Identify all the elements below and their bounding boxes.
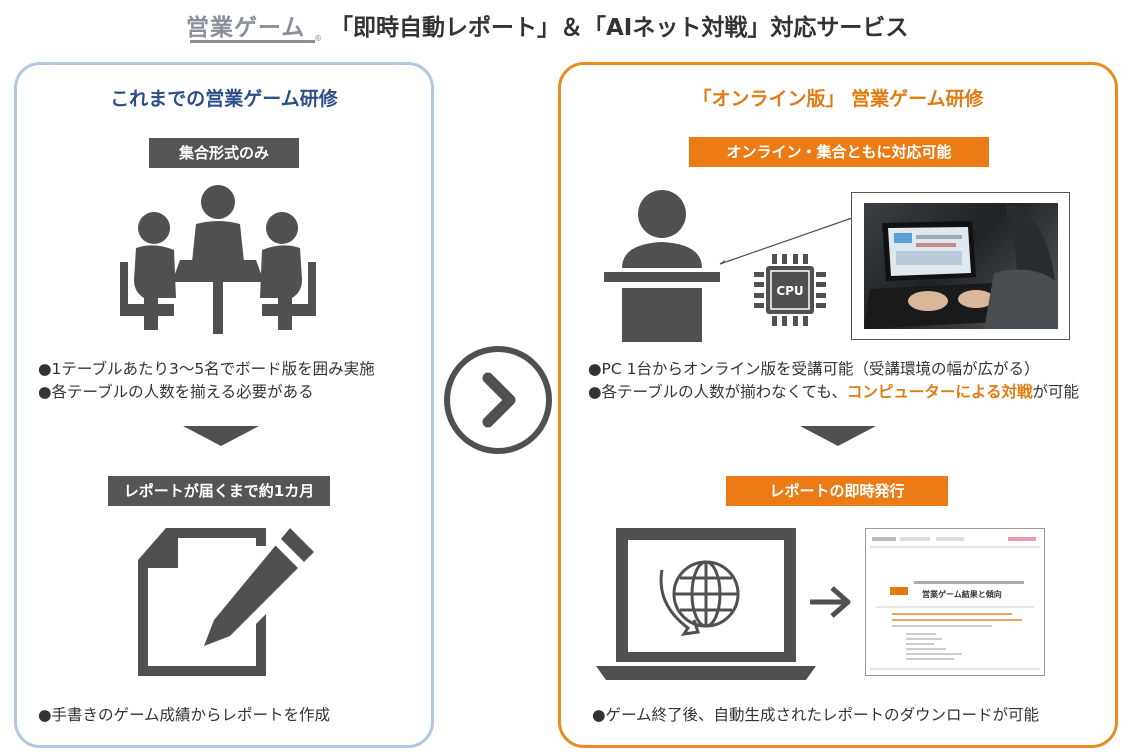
brand-logo: 営業ゲーム ® — [186, 6, 322, 46]
next-chevron-icon — [444, 346, 552, 454]
cpu-chip-icon: CPU — [754, 254, 826, 326]
logo-underline — [190, 40, 315, 43]
laptop-globe-icon — [596, 528, 816, 680]
report-thumbnail: 営業ゲーム結果と傾向 — [865, 528, 1045, 676]
meeting-people-icon — [120, 185, 316, 334]
left-down-arrow-icon — [183, 426, 259, 446]
right-bullet-3: ●ゲーム終了後、自動生成されたレポートのダウンロードが可能 — [592, 706, 1040, 724]
group-only-tag: 集合形式のみ — [149, 138, 299, 168]
right-bullet-2: ●各テーブルの人数が揃わなくても、コンピューターによる対戦が可能 — [588, 380, 1079, 402]
left-panel-title: これまでの営業ゲーム研修 — [110, 88, 338, 110]
left-bullet-3: ●手書きのゲーム成績からレポートを作成 — [38, 706, 331, 724]
left-bullet-1: ●1テーブルあたり3～5名でボード版を囲み実施 — [38, 360, 375, 378]
left-bullet-2: ●各テーブルの人数を揃える必要がある — [38, 383, 314, 401]
registered-mark-icon: ® — [314, 34, 322, 43]
report-month-tag: レポートが届くまで約1カ月 — [108, 476, 330, 506]
left-panel — [14, 62, 434, 748]
online-and-group-tag: オンライン・集合ともに対応可能 — [689, 137, 989, 167]
logo-text: 営業ゲーム — [186, 15, 306, 41]
header: 営業ゲーム ® 「即時自動レポート」＆「AIネット対戦」対応サービス — [0, 0, 1134, 52]
computer-battle-highlight: コンピューターによる対戦 — [846, 383, 1033, 401]
handwriting-document-icon — [138, 528, 314, 676]
right-down-arrow-icon — [800, 426, 876, 446]
page-title: 「即時自動レポート」＆「AIネット対戦」対応サービス — [330, 15, 909, 41]
presenter-podium-icon — [604, 190, 725, 342]
right-bullet-2-pre: ●各テーブルの人数が揃わなくても、 — [588, 383, 847, 401]
instant-report-tag: レポートの即時発行 — [726, 476, 948, 506]
laptop-user-photo — [851, 192, 1070, 340]
cpu-label: CPU — [776, 284, 803, 298]
report-heading: 営業ゲーム結果と傾向 — [922, 590, 1002, 599]
right-bullet-2-post: が可能 — [1032, 383, 1079, 401]
connector-line — [719, 217, 853, 265]
right-bullet-1: ●PC 1台からオンライン版を受講可能（受講環境の幅が広がる） — [588, 360, 1040, 378]
right-panel-title: 「オンライン版」 営業ゲーム研修 — [692, 88, 984, 110]
right-arrow-icon — [810, 586, 851, 618]
right-panel — [558, 62, 1118, 748]
